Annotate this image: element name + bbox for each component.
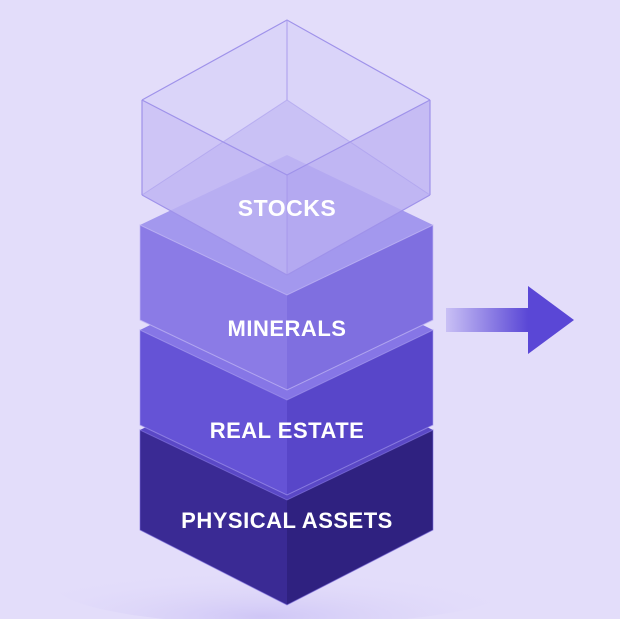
arrow-right-icon	[446, 286, 574, 354]
layer-minerals-left	[140, 225, 287, 390]
layer-physical-assets-right	[287, 430, 433, 605]
layer-physical-assets-left	[140, 430, 287, 605]
layer-minerals-label: MINERALS	[228, 316, 347, 341]
layer-real-estate-left	[140, 330, 287, 495]
layer-stocks-top	[142, 20, 430, 175]
layer-real-estate-right	[287, 330, 433, 495]
layer-real-estate-label: REAL ESTATE	[210, 418, 365, 443]
layer-stocks: STOCKS	[141, 19, 431, 276]
layer-physical-assets-label: PHYSICAL ASSETS	[181, 508, 393, 533]
layer-minerals-right	[287, 225, 433, 390]
layer-stocks-label: STOCKS	[238, 195, 336, 221]
